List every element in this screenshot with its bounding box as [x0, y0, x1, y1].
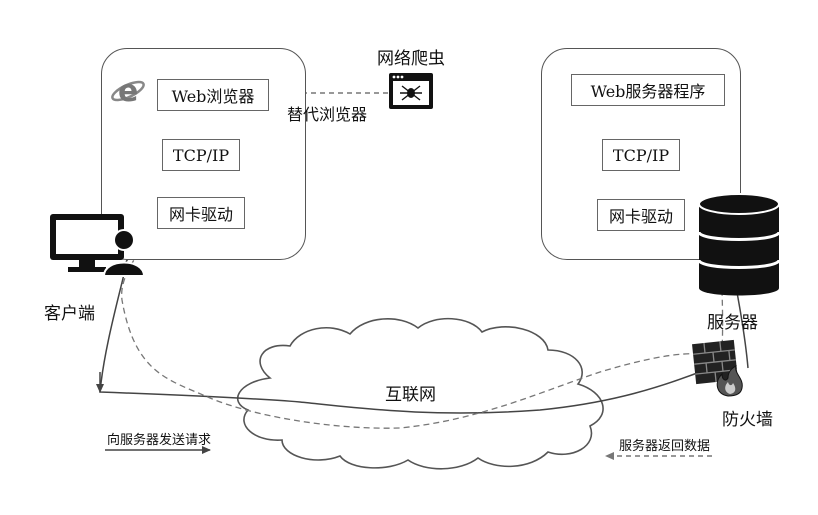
computer-user-icon — [46, 210, 146, 280]
client-caption: 客户端 — [44, 304, 95, 324]
client-tcpip-box: TCP/IP — [162, 139, 240, 171]
web-browser-box: Web浏览器 — [157, 79, 269, 111]
internet-cloud — [236, 317, 604, 470]
request-legend-label: 向服务器发送请求 — [107, 433, 212, 448]
crawler-title: 网络爬虫 — [377, 49, 445, 69]
ie-browser-icon: e — [110, 72, 146, 109]
server-nic-box: 网卡驱动 — [597, 199, 685, 231]
web-server-app-label: Web服务器程序 — [590, 82, 706, 101]
internet-label: 互联网 — [385, 385, 436, 405]
web-browser-label: Web浏览器 — [171, 87, 255, 106]
server-caption: 服务器 — [707, 313, 758, 333]
client-tcpip-label: TCP/IP — [172, 145, 230, 165]
server-tcpip-box: TCP/IP — [602, 139, 680, 171]
request-path-line — [99, 269, 711, 414]
server-tcpip-label: TCP/IP — [612, 145, 670, 165]
web-server-app-box: Web服务器程序 — [571, 74, 725, 106]
crawler-replace-label: 替代浏览器 — [287, 105, 368, 124]
response-legend-label: 服务器返回数据 — [619, 439, 711, 454]
svg-text:e: e — [118, 74, 138, 108]
crawler-icon — [388, 72, 434, 110]
client-nic-label: 网卡驱动 — [168, 205, 233, 224]
database-server-icon — [696, 192, 782, 302]
firewall-icon — [692, 338, 748, 398]
server-nic-label: 网卡驱动 — [608, 207, 673, 226]
client-nic-box: 网卡驱动 — [157, 197, 245, 229]
firewall-label: 防火墙 — [722, 410, 773, 430]
